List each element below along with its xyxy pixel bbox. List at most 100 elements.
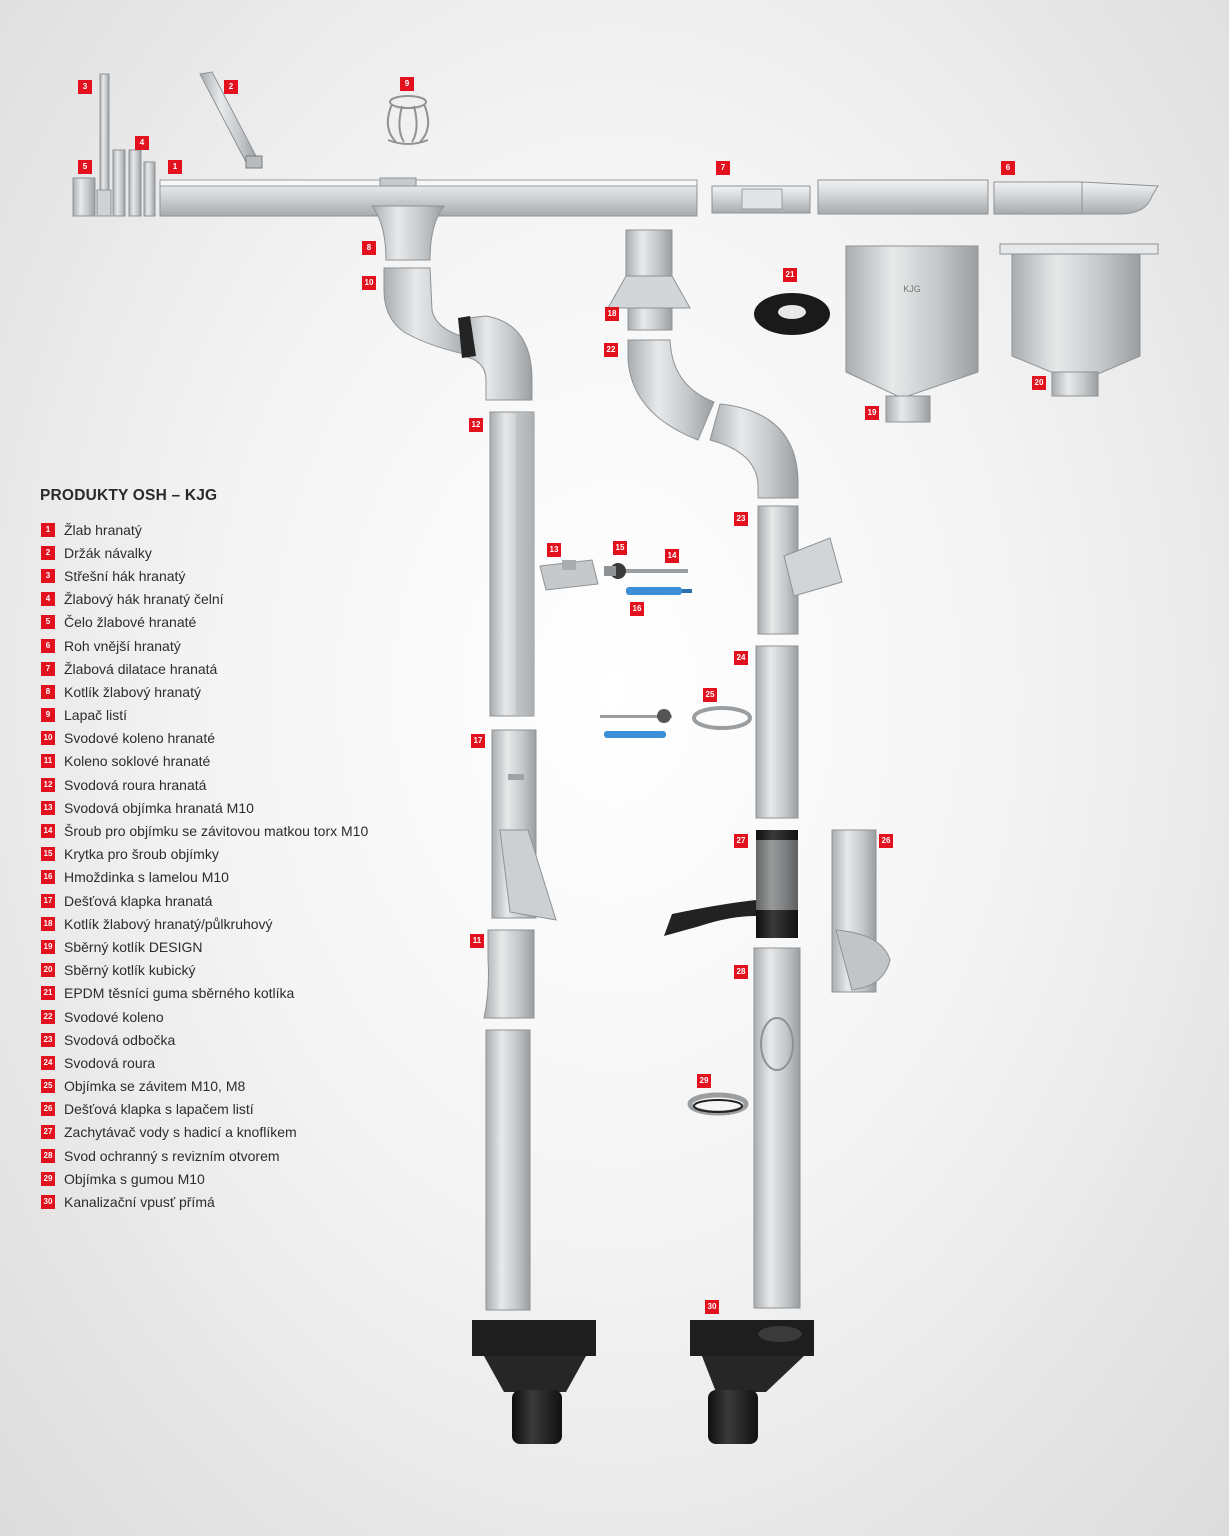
legend-item: 4 Žlabový hák hranatý čelní [41, 588, 368, 611]
badge-13: 13 [547, 543, 561, 557]
legend-number: 9 [41, 708, 55, 723]
legend-label: Zachytávač vody s hadicí a knoflíkem [64, 1124, 297, 1141]
badge-2: 2 [224, 80, 238, 94]
gutter-expansion [711, 185, 811, 214]
legend-label: Sběrný kotlík DESIGN [64, 938, 203, 955]
badge-25: 25 [703, 688, 717, 702]
legend-label: Držák návalky [64, 544, 152, 561]
legend-label: Svodová roura [64, 1054, 156, 1071]
square-downpipe [489, 411, 535, 717]
badge-7: 7 [716, 161, 730, 175]
legend-label: Žlabový hák hranatý čelní [64, 591, 224, 608]
badge-19: 19 [865, 406, 879, 420]
badge-22: 22 [604, 343, 618, 357]
legend-label: Kanalizační vpusť přímá [64, 1194, 215, 1211]
legend-label: Svodové koleno hranaté [64, 730, 215, 747]
legend-number: 16 [41, 870, 55, 885]
legend-item: 8 Kotlík žlabový hranatý [41, 680, 368, 703]
cubic-collector [999, 243, 1159, 397]
legend-number: 18 [41, 916, 55, 931]
bracket [199, 71, 263, 169]
round-elbow [627, 339, 799, 499]
gutter-outlet [370, 205, 446, 261]
legend-number: 23 [41, 1032, 55, 1047]
legend-label: Střešní hák hranatý [64, 567, 186, 584]
legend-number: 28 [41, 1148, 55, 1163]
badge-20: 20 [1032, 376, 1046, 390]
leaf-guard [386, 95, 430, 145]
legend-number: 5 [41, 615, 55, 630]
badge-9: 9 [400, 77, 414, 91]
badge-3: 3 [78, 80, 92, 94]
legend-number: 29 [41, 1171, 55, 1186]
badge-30: 30 [705, 1300, 719, 1314]
legend-number: 10 [41, 731, 55, 746]
legend-label: Svodová roura hranatá [64, 776, 207, 793]
legend-label: Žlabová dilatace hranatá [64, 660, 218, 677]
legend-number: 22 [41, 1009, 55, 1024]
brand-stamp: KJG [903, 284, 921, 294]
legend-number: 30 [41, 1195, 55, 1210]
badge-23: 23 [734, 512, 748, 526]
legend-number: 12 [41, 777, 55, 792]
legend-label: Koleno soklové hranaté [64, 753, 211, 770]
badge-21: 21 [783, 268, 797, 282]
legend-label: Svodové koleno [64, 1008, 164, 1025]
legend-label: Čelo žlabové hranaté [64, 614, 197, 631]
front-gutter-hook [112, 149, 156, 217]
legend-label: EPDM těsníci guma sběrného kotlíka [64, 985, 295, 1002]
torx-screw [604, 563, 688, 579]
legend-number: 6 [41, 638, 55, 653]
badge-11: 11 [470, 934, 484, 948]
legend-number: 17 [41, 893, 55, 908]
legend-item: 28 Svod ochranný s revizním otvorem [41, 1144, 368, 1167]
legend-label: Dešťová klapka hranatá [64, 892, 213, 909]
round-downpipe [755, 645, 799, 819]
legend-item: 24 Svodová roura [41, 1051, 368, 1074]
water-collector [664, 830, 798, 938]
badge-6: 6 [1001, 161, 1015, 175]
legend-item: 10 Svodové koleno hranaté [41, 727, 368, 750]
wall-plug [626, 587, 692, 595]
legend-label: Kotlík žlabový hranatý [64, 683, 201, 700]
square-clamp [539, 559, 599, 591]
legend-number: 14 [41, 824, 55, 839]
clamp-thread [600, 706, 752, 738]
legend-item: 30 Kanalizační vpusť přímá [41, 1190, 368, 1213]
legend-title: PRODUKTY OSH – KJG [40, 487, 218, 504]
legend-number: 19 [41, 939, 55, 954]
badge-18: 18 [605, 307, 619, 321]
legend-label: Svod ochranný s revizním otvorem [64, 1147, 280, 1164]
legend-item: 20 Sběrný kotlík kubický [41, 959, 368, 982]
legend-label: Sběrný kotlík kubický [64, 962, 196, 979]
roof-hook [96, 73, 112, 217]
legend-item: 5 Čelo žlabové hranaté [41, 611, 368, 634]
legend-number: 3 [41, 568, 55, 583]
legend-number: 11 [41, 754, 55, 769]
badge-12: 12 [469, 418, 483, 432]
legend-number: 13 [41, 800, 55, 815]
legend-item: 17 Dešťová klapka hranatá [41, 889, 368, 912]
legend-label: Lapač listí [64, 707, 128, 724]
legend-number: 4 [41, 592, 55, 607]
legend-number: 24 [41, 1055, 55, 1070]
sewer-inlet-left [472, 1320, 596, 1444]
legend-number: 8 [41, 684, 55, 699]
legend-number: 25 [41, 1079, 55, 1094]
badge-8: 8 [362, 241, 376, 255]
legend-item: 11 Koleno soklové hranaté [41, 750, 368, 773]
legend-number: 20 [41, 963, 55, 978]
legend-item: 3 Střešní hák hranatý [41, 564, 368, 587]
legend-item: 9 Lapač listí [41, 704, 368, 727]
badge-24: 24 [734, 651, 748, 665]
badge-17: 17 [471, 734, 485, 748]
gutter-segment [817, 179, 989, 215]
